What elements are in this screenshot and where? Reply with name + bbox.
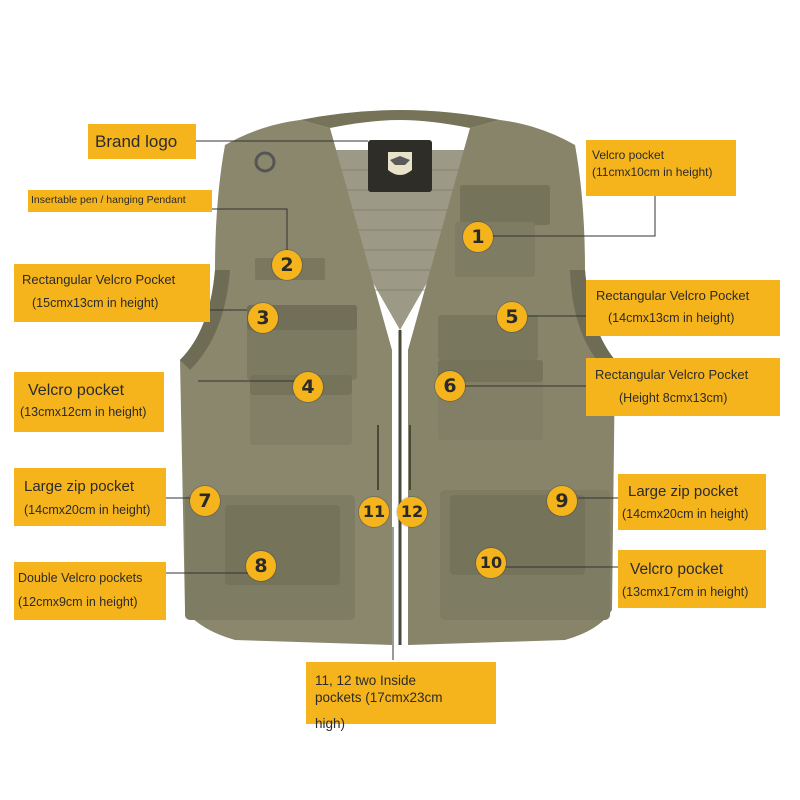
label-inside-pockets: 11, 12 two Inside pockets (17cmx23cm xyxy=(306,662,496,724)
label-pocket-1: Velcro pocket (11cmx10cm in height) xyxy=(586,140,736,196)
pocket-number-8: 8 xyxy=(246,551,276,581)
label-line-2: pockets (17cmx23cm xyxy=(315,690,443,705)
pocket-number-9: 9 xyxy=(547,486,577,516)
label-size: (15cmx13cm in height) xyxy=(32,296,159,310)
label-pen-pendant: Insertable pen / hanging Pendant xyxy=(28,190,212,212)
label-size: (13cmx12cm in height) xyxy=(20,405,147,419)
label-line-1: 11, 12 two Inside xyxy=(315,673,417,688)
label-title: Brand logo xyxy=(95,132,178,151)
label-pocket-3: Rectangular Velcro Pocket (15cmx13cm in … xyxy=(14,264,210,322)
label-pocket-6: Rectangular Velcro Pocket (Height 8cmx13… xyxy=(586,358,780,416)
label-title: Velcro pocket xyxy=(592,148,665,162)
label-brand-logo: Brand logo xyxy=(88,124,196,159)
pocket-number-12: 12 xyxy=(397,497,427,527)
label-title: Double Velcro pockets xyxy=(18,571,143,585)
label-pocket-5: Rectangular Velcro Pocket (14cmx13cm in … xyxy=(586,280,780,336)
label-title: Rectangular Velcro Pocket xyxy=(595,367,749,382)
pocket-number-1: 1 xyxy=(463,222,493,252)
pocket-number-11: 11 xyxy=(359,497,389,527)
label-size: (14cmx13cm in height) xyxy=(608,311,735,325)
pocket-number-5: 5 xyxy=(497,302,527,332)
label-pocket-7: Large zip pocket (14cmx20cm in height) xyxy=(14,468,166,526)
label-pocket-10: Velcro pocket (13cmx17cm in height) xyxy=(618,550,766,608)
pocket-number-2: 2 xyxy=(272,250,302,280)
pocket-number-4: 4 xyxy=(293,372,323,402)
pocket-number-3: 3 xyxy=(248,303,278,333)
label-size: (Height 8cmx13cm) xyxy=(619,391,728,405)
label-title: Velcro pocket xyxy=(630,561,724,578)
label-title: Large zip pocket xyxy=(628,483,739,500)
label-inside-pockets-overflow: high) xyxy=(315,716,346,731)
label-size: (11cmx10cm in height) xyxy=(592,165,713,179)
pocket-number-7: 7 xyxy=(190,486,220,516)
pocket-number-10: 10 xyxy=(476,548,506,578)
label-title: Insertable pen / hanging Pendant xyxy=(31,194,186,206)
label-title: Rectangular Velcro Pocket xyxy=(596,288,750,303)
pocket-number-6: 6 xyxy=(435,371,465,401)
label-size: (12cmx9cm in height) xyxy=(18,595,138,609)
label-pocket-8: Double Velcro pockets (12cmx9cm in heigh… xyxy=(14,562,166,620)
label-title: Rectangular Velcro Pocket xyxy=(22,272,176,287)
label-pocket-9: Large zip pocket (14cmx20cm in height) xyxy=(618,474,766,530)
label-size: (13cmx17cm in height) xyxy=(622,585,749,599)
label-size: (14cmx20cm in height) xyxy=(622,507,749,521)
label-size: (14cmx20cm in height) xyxy=(24,503,151,517)
label-title: Velcro pocket xyxy=(28,382,125,399)
label-title: Large zip pocket xyxy=(24,478,135,495)
label-pocket-4: Velcro pocket (13cmx12cm in height) xyxy=(14,372,164,432)
